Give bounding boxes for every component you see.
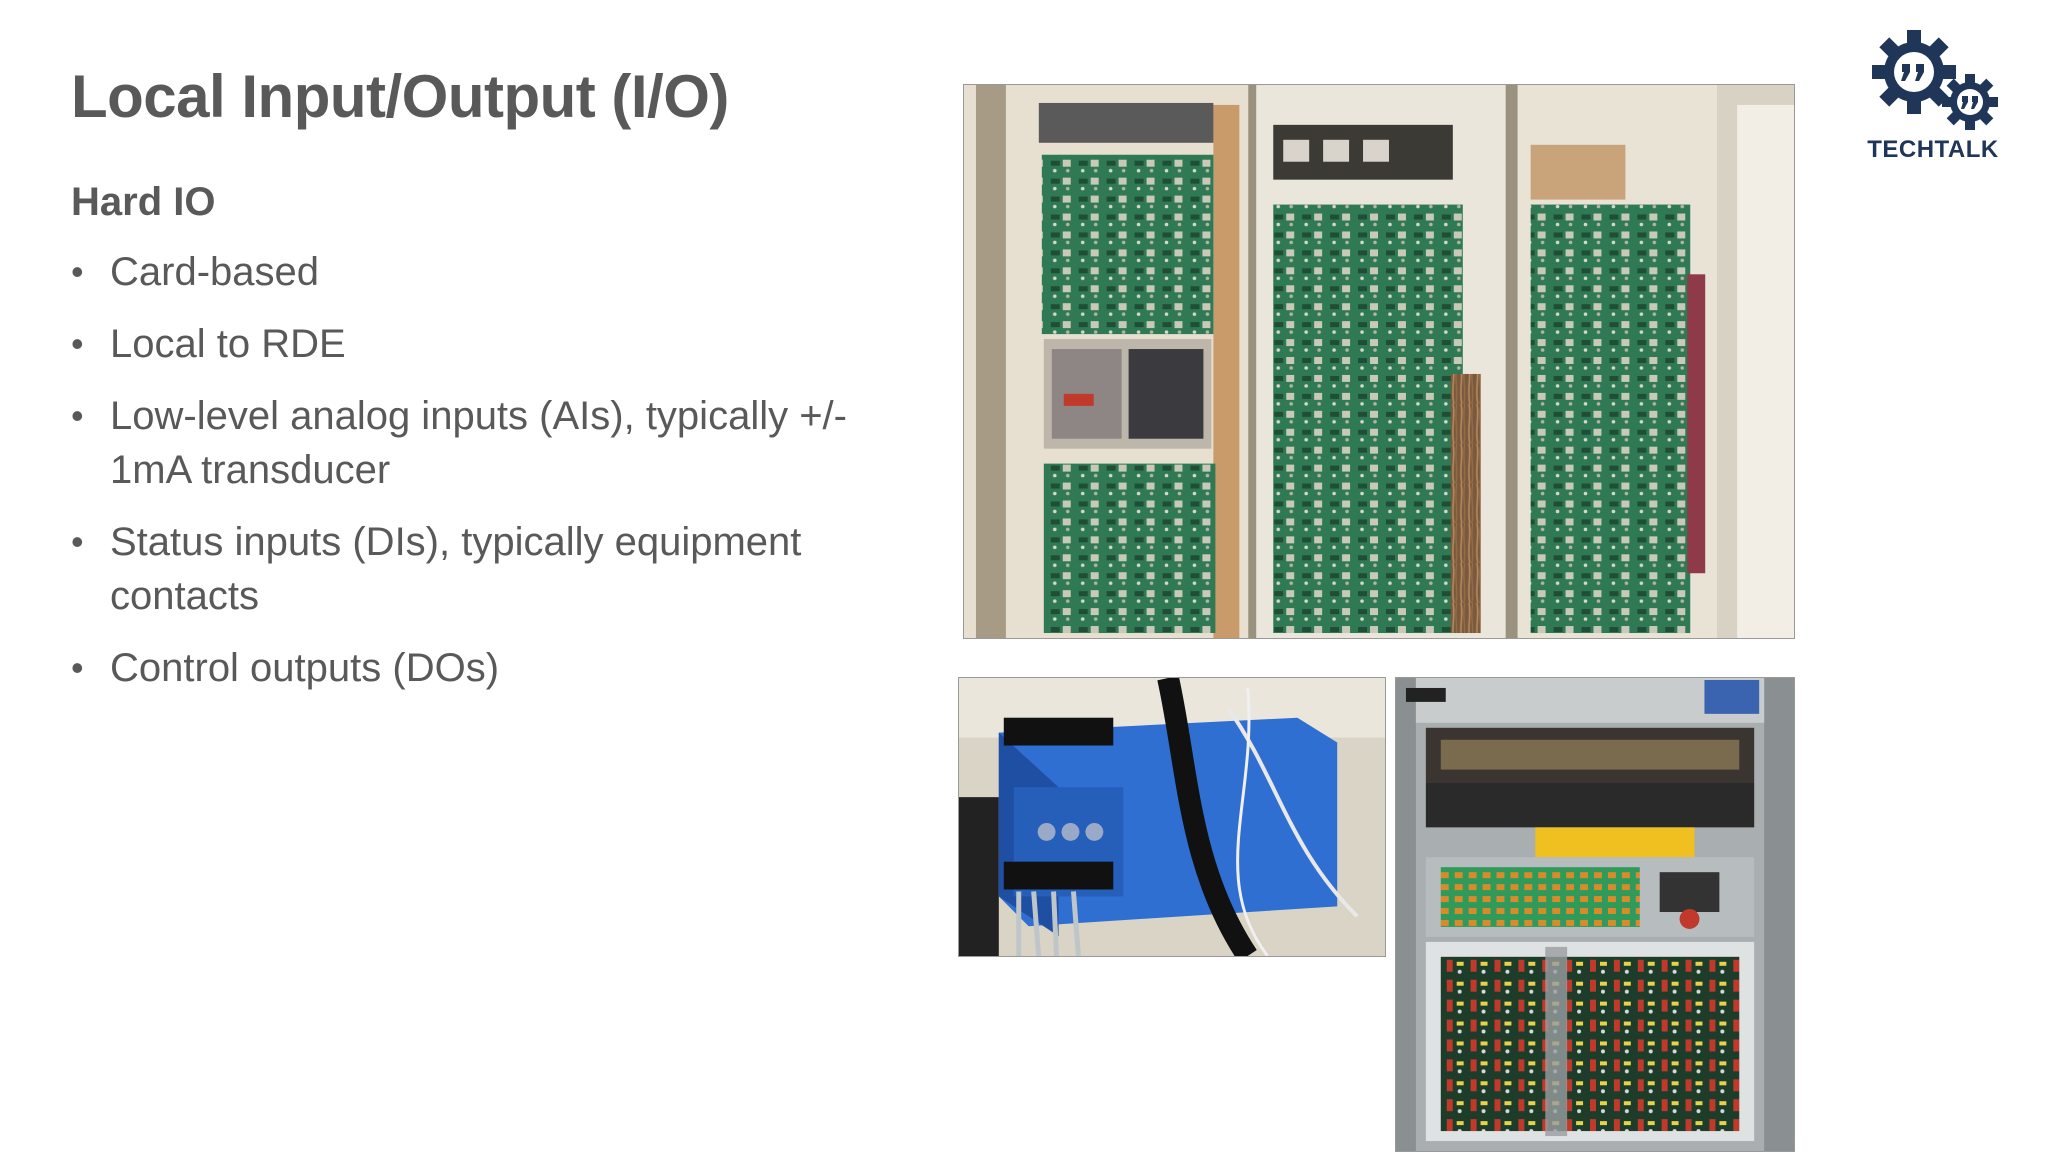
logo-text: TECHTALK — [1867, 136, 1999, 163]
transducer-illustration — [959, 678, 1385, 956]
bullet-text: Status inputs (DIs), typically equipment… — [110, 520, 802, 618]
rtu-rack-photo — [1395, 677, 1795, 1152]
io-cabinets-illustration — [964, 85, 1794, 638]
bullet-text: Local to RDE — [110, 322, 346, 366]
bullet-text: Card-based — [110, 250, 320, 294]
bullet-icon: • — [71, 521, 84, 562]
io-cabinets-photo — [963, 84, 1795, 639]
bullet-icon: • — [71, 647, 84, 688]
bullet-icon: • — [71, 395, 84, 436]
bullet-item: • Control outputs (DOs) — [71, 641, 891, 695]
bullet-text: Control outputs (DOs) — [110, 646, 500, 690]
bullet-item: • Local to RDE — [71, 317, 891, 371]
transducer-photo — [958, 677, 1386, 957]
slide-title: Local Input/Output (I/O) — [71, 63, 729, 130]
section-heading: Hard IO — [71, 180, 216, 224]
techtalk-logo: TECHTALK — [1858, 28, 2008, 168]
rtu-rack-illustration — [1396, 678, 1794, 1151]
bullet-item: • Status inputs (DIs), typically equipmen… — [71, 515, 891, 623]
bullet-icon: • — [71, 251, 84, 292]
bullet-list: • Card-based • Local to RDE • Low-level ana… — [71, 245, 891, 713]
bullet-item: • Card-based — [71, 245, 891, 299]
bullet-text: Low-level analog inputs (AIs), typically… — [110, 394, 847, 492]
bullet-icon: • — [71, 323, 84, 364]
gear-quote-icon — [1872, 30, 1998, 130]
bullet-item: • Low-level analog inputs (AIs), typicall… — [71, 389, 891, 497]
